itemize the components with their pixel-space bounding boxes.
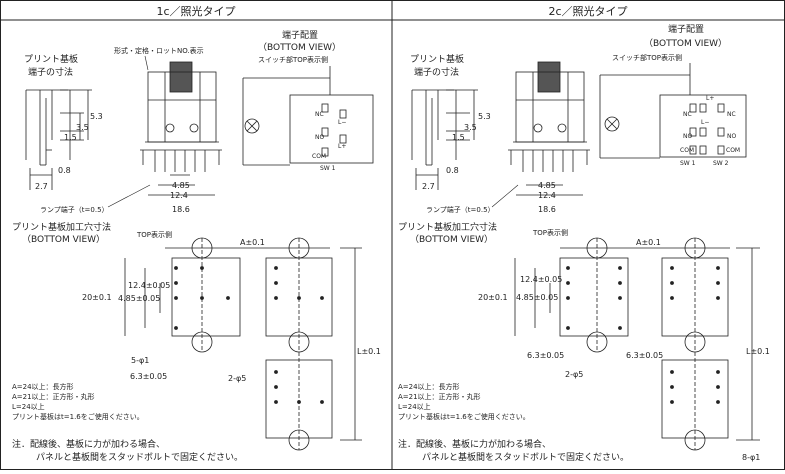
terminal-layout-bottom-view-2: （BOTTOM VIEW） [644, 38, 727, 49]
lamp-terminal-label-2: ランプ端子（t=0.5） [426, 205, 495, 214]
dim-12-4-tol: 12.4±0.05 [128, 281, 170, 290]
note-1-2: A=24以上：長方形 [398, 382, 460, 391]
terminal-no-right: NO [727, 133, 736, 140]
switch-top-label: スイッチ部TOP表示側 [258, 55, 328, 64]
dim-L: L±0.1 [357, 347, 381, 356]
pcb-terminal-label-line2-2: 端子の寸法 [414, 66, 459, 78]
terminal-nc-left: NC [683, 111, 692, 118]
dim-4-85-tol: 4.85±0.05 [118, 294, 160, 303]
terminal-l-minus: L− [338, 119, 346, 126]
note-4-2: プリント基板はt=1.6をご使用ください。 [398, 412, 530, 421]
terminal-com-right: COM [726, 147, 740, 154]
dim-20-tol: 20±0.1 [82, 293, 112, 302]
terminal-layout-diagram [242, 66, 374, 166]
dim-A-2: A±0.1 [636, 238, 661, 247]
note-main-1: 注．配線後、基板に力が加わる場合、 [12, 438, 165, 450]
terminal-nc: NC [315, 111, 324, 118]
terminal-l-plus: L+ [338, 143, 346, 150]
lamp-terminal-label: ランプ端子（t=0.5） [40, 205, 109, 214]
switch-body-view [140, 61, 222, 196]
terminal-l-minus-2: L− [701, 119, 709, 126]
dim-holes-8: 8-φ1 [742, 453, 760, 462]
note-main-1-2: 注．配線後、基板に力が加わる場合、 [398, 438, 551, 450]
note-3: L=24以上 [12, 402, 45, 411]
dim-0-8: 0.8 [58, 166, 71, 175]
dim-L-2: L±0.1 [746, 347, 770, 356]
terminal-layout-diagram-2 [599, 63, 747, 159]
switch-top-label-2: スイッチ部TOP表示側 [612, 53, 682, 62]
top-side-label: TOP表示側 [136, 230, 172, 239]
terminal-no: NO [315, 134, 324, 141]
terminal-side-view [25, 89, 92, 190]
pcb-hole-drawing [124, 237, 362, 451]
dim-3-5: 3.5 [76, 123, 89, 132]
sw-1-label-2: SW 1 [680, 160, 696, 167]
dim-12-4-tol-2: 12.4±0.05 [520, 275, 562, 284]
model-label: 形式・定格・ロットNO.表示 [114, 46, 204, 55]
terminal-l-plus-2: L+ [706, 95, 714, 102]
dim-4-85-tol-2: 4.85±0.05 [516, 293, 558, 302]
dim-5-3: 5.3 [90, 112, 103, 121]
dim-0-8-2: 0.8 [446, 166, 459, 175]
dim-1-5-2: 1.5 [452, 133, 465, 142]
panel-1: プリント基板 端子の寸法 5.3 3.5 1.5 2.7 0.8 [12, 29, 381, 463]
note-main-2: パネルと基板間をスタッドボルトで固定ください。 [36, 451, 243, 463]
sw-1-label: SW 1 [320, 165, 336, 172]
dim-2-7: 2.7 [35, 182, 48, 191]
panel-2: プリント基板 端子の寸法 5.3 3.5 1.5 2.7 0.8 [398, 23, 770, 463]
terminal-no-left: NO [683, 133, 692, 140]
dim-holes-2-2: 2-φ5 [565, 370, 583, 379]
dim-pitch-6-3-a: 6.3±0.05 [527, 351, 564, 360]
note-2-2: A=21以上：正方形・丸形 [398, 392, 481, 401]
dim-2-7-2: 2.7 [422, 182, 435, 191]
panel-2-header: 2c／照光タイプ [548, 4, 627, 18]
dim-pitch-6-3-b: 6.3±0.05 [626, 351, 663, 360]
dim-pitch-6-3: 6.3±0.05 [130, 372, 167, 381]
pcb-terminal-label-line1-2: プリント基板 [410, 53, 464, 65]
terminal-com: COM [312, 153, 326, 160]
dim-3-5-2: 3.5 [464, 123, 477, 132]
pcb-terminal-label-line2: 端子の寸法 [28, 66, 73, 78]
dim-20-tol-2: 20±0.1 [478, 293, 508, 302]
pcb-hole-bottom-view: （BOTTOM VIEW） [22, 234, 105, 245]
top-side-label-2: TOP表示側 [532, 228, 568, 237]
dim-12-4: 12.4 [170, 191, 188, 200]
dim-holes-5: 5-φ1 [131, 356, 149, 365]
terminal-layout-title: 端子配置 [282, 29, 318, 41]
pcb-hole-drawing-2 [514, 237, 760, 451]
dim-18-6-2: 18.6 [538, 205, 556, 214]
dim-18-6: 18.6 [172, 205, 190, 214]
dim-12-4-2: 12.4 [538, 191, 556, 200]
dim-5-3-2: 5.3 [478, 112, 491, 121]
dim-holes-2: 2-φ5 [228, 374, 246, 383]
pcb-hole-bottom-view-2: （BOTTOM VIEW） [410, 234, 493, 245]
terminal-com-left: COM [680, 147, 694, 154]
note-4: プリント基板はt=1.6をご使用ください。 [12, 412, 144, 421]
dim-4-85: 4.85 [172, 181, 190, 190]
panel-1-header: 1c／照光タイプ [156, 4, 235, 18]
terminal-layout-title-2: 端子配置 [668, 23, 704, 35]
note-1: A=24以上：長方形 [12, 382, 74, 391]
sw-2-label: SW 2 [713, 160, 729, 167]
terminal-side-view-2 [411, 89, 478, 190]
dim-1-5: 1.5 [64, 133, 77, 142]
note-3-2: L=24以上 [398, 402, 431, 411]
pcb-terminal-label-line1: プリント基板 [24, 53, 78, 65]
terminal-nc-right: NC [727, 111, 736, 118]
terminal-layout-bottom-view: （BOTTOM VIEW） [258, 42, 341, 53]
note-2: A=21以上：正方形・丸形 [12, 392, 95, 401]
dim-A: A±0.1 [240, 238, 265, 247]
pcb-hole-title-2: プリント基板加工穴寸法 [398, 221, 497, 233]
note-main-2-2: パネルと基板間をスタッドボルトで固定ください。 [422, 451, 629, 463]
switch-body-view-2 [508, 61, 590, 196]
dim-4-85-2: 4.85 [538, 181, 556, 190]
pcb-hole-title: プリント基板加工穴寸法 [12, 221, 111, 233]
